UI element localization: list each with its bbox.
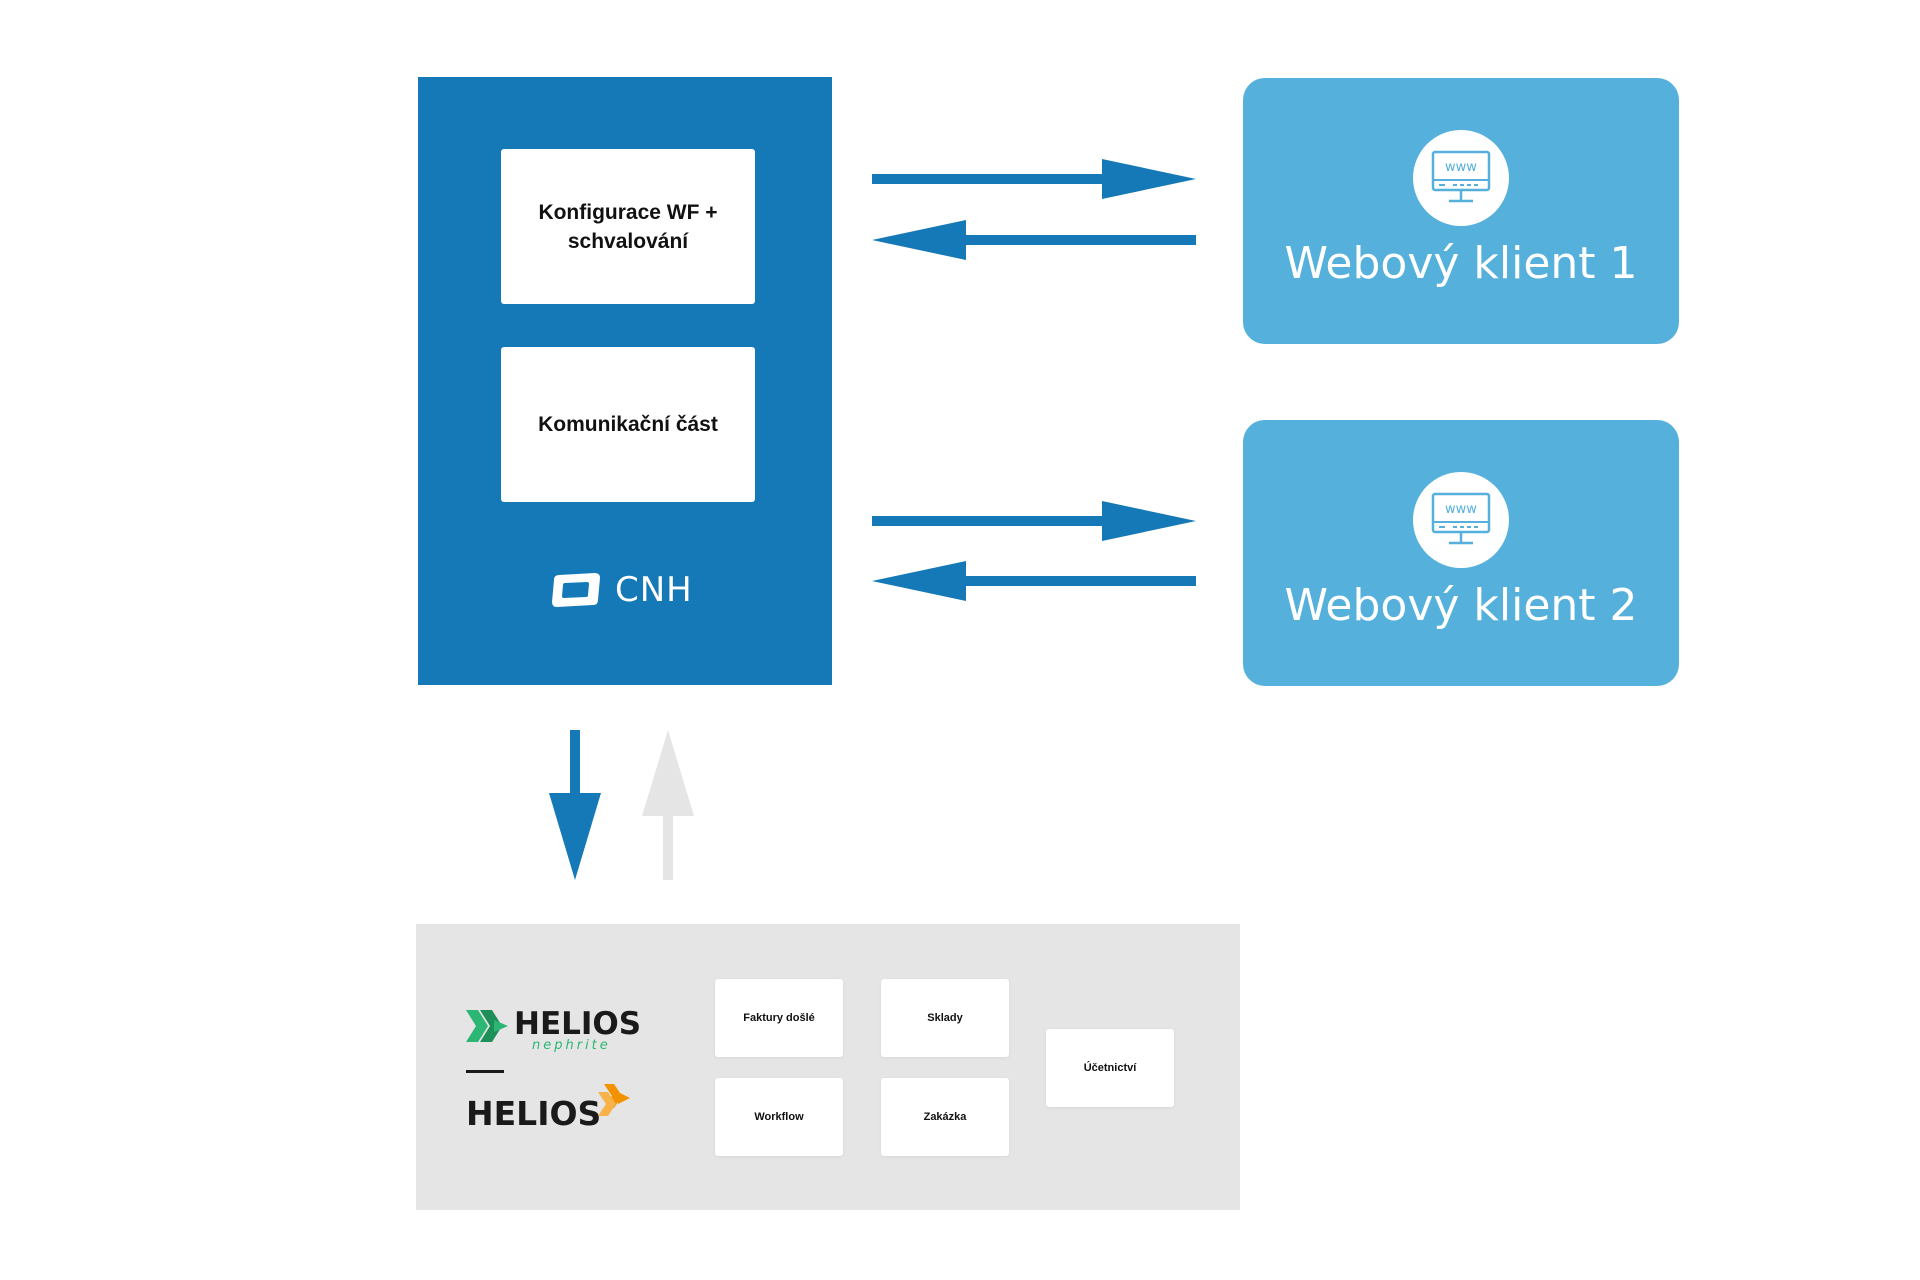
cnh-logo-text: CNH	[615, 570, 693, 610]
arrow-from-helios	[642, 730, 694, 880]
cnh-logo: CNH	[551, 570, 693, 610]
helios-wordmark: HELIOS	[466, 1094, 602, 1133]
module-workflow: Workflow	[715, 1078, 843, 1156]
arrow-to-helios	[549, 730, 601, 880]
cnh-logo-icon	[552, 573, 600, 607]
www-monitor-icon: www	[1413, 130, 1509, 226]
module-zakazka: Zakázka	[881, 1078, 1009, 1156]
svg-text:www: www	[1445, 160, 1477, 175]
cnh-block: Konfigurace WF + schvalování Komunikační…	[418, 77, 832, 685]
module-ucetnictvi: Účetnictví	[1046, 1029, 1174, 1107]
helios-block: HELIOS nephrite HELIOS Faktury došlé Skl…	[416, 924, 1240, 1210]
web-client-2-label: Webový klient 2	[1284, 580, 1638, 631]
web-client-2: www Webový klient 2	[1243, 420, 1679, 686]
arrow-from-client-2	[872, 561, 1196, 601]
module-sklady: Sklady	[881, 979, 1009, 1057]
communication-box: Komunikační část	[501, 347, 755, 502]
svg-text:www: www	[1445, 502, 1477, 517]
nephrite-subtitle: nephrite	[532, 1038, 611, 1053]
helios-orange-logo-icon	[598, 1084, 630, 1116]
web-client-1-label: Webový klient 1	[1284, 238, 1638, 289]
config-wf-label: Konfigurace WF + schvalování	[538, 200, 718, 253]
module-faktury: Faktury došlé	[715, 979, 843, 1057]
config-wf-box: Konfigurace WF + schvalování	[501, 149, 755, 304]
www-monitor-icon: www	[1413, 472, 1509, 568]
logo-divider	[466, 1070, 504, 1073]
helios-nephrite-logo-icon	[466, 1010, 508, 1042]
arrow-to-client-2	[872, 501, 1196, 541]
helios-nephrite-wordmark: HELIOS	[514, 1006, 642, 1042]
arrow-from-client-1	[872, 220, 1196, 260]
web-client-1: www Webový klient 1	[1243, 78, 1679, 344]
communication-label: Komunikační část	[538, 413, 718, 436]
arrow-to-client-1	[872, 159, 1196, 199]
